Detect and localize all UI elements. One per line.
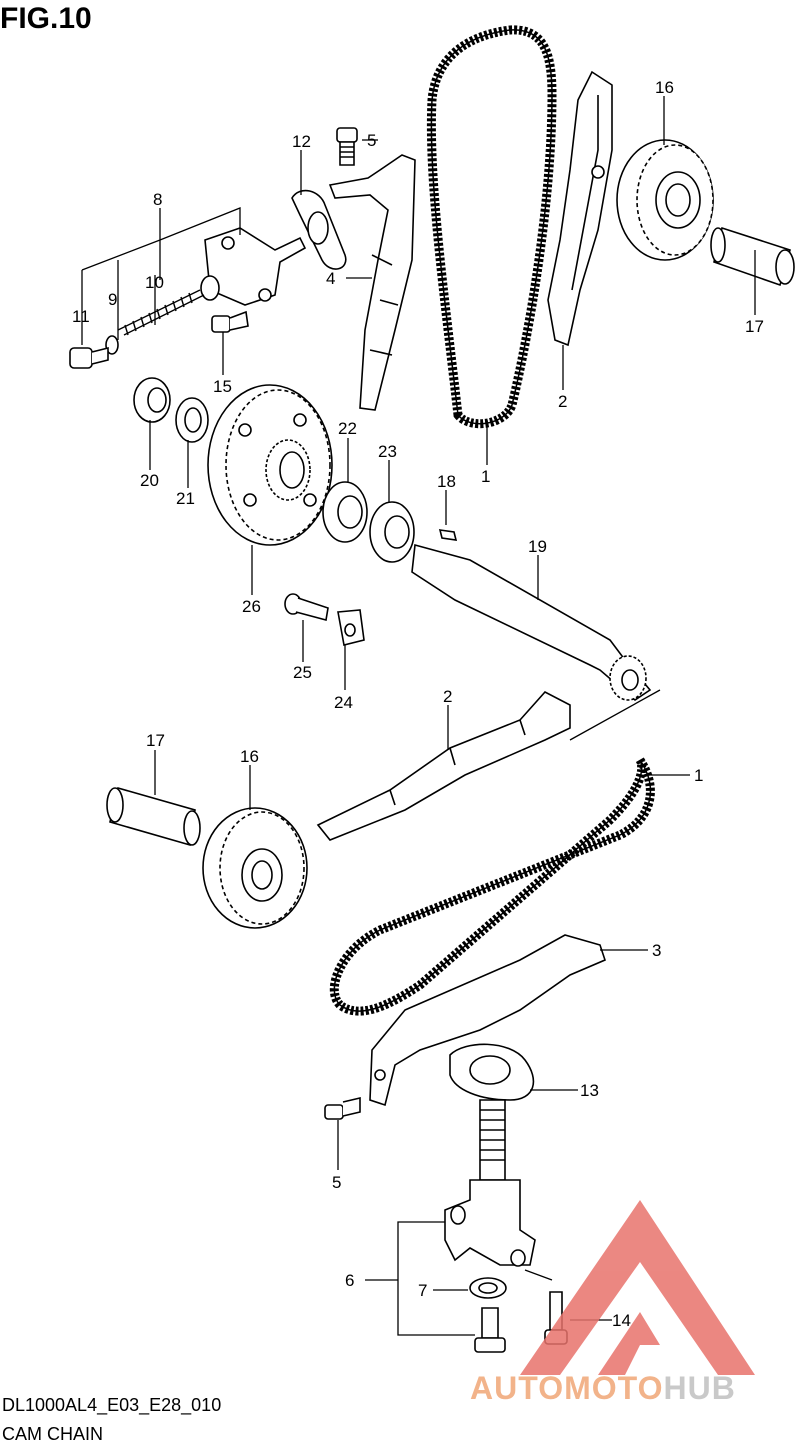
- bearing-23: [369, 501, 415, 563]
- callout-2-upper: 2: [558, 392, 567, 411]
- callout-18: 18: [437, 472, 456, 491]
- callout-16-upper: 16: [655, 78, 674, 97]
- callout-7: 7: [418, 1281, 427, 1300]
- callout-10: 10: [145, 273, 164, 292]
- callout-5-upper: 5: [367, 131, 376, 150]
- washer-7: [469, 1277, 507, 1299]
- callout-4: 4: [326, 269, 335, 288]
- diagram-code: DL1000AL4_E03_E28_010: [2, 1395, 222, 1415]
- bolt-15: [211, 310, 249, 333]
- cam-gear-upper: [616, 139, 714, 261]
- callout-11: 11: [72, 307, 90, 326]
- tensioner-spring: [117, 289, 205, 336]
- plate-24: [337, 609, 365, 646]
- cam-chain-lower: [329, 757, 655, 1016]
- callout-9: 9: [108, 290, 117, 309]
- callout-3: 3: [652, 941, 661, 960]
- callout-26: 26: [242, 597, 261, 616]
- chain-guide-upper: [547, 70, 613, 347]
- callout-16-lower: 16: [240, 747, 259, 766]
- idle-gear-26: [207, 384, 333, 546]
- diagram-caption: CAM CHAIN: [2, 1424, 104, 1444]
- tensioner-adjuster-lower: [444, 1099, 536, 1267]
- callout-2-lower: 2: [443, 687, 452, 706]
- gasket-12: [291, 189, 347, 270]
- callout-23: 23: [378, 442, 397, 461]
- callout-17-lower: 17: [146, 731, 165, 750]
- callout-1-upper: 1: [481, 467, 490, 486]
- callout-17-upper: 17: [745, 317, 764, 336]
- callout-6: 6: [345, 1271, 354, 1290]
- chain-guide-lower: [316, 691, 571, 841]
- bolt-5-lower: [324, 1096, 361, 1120]
- callout-14: 14: [612, 1311, 631, 1330]
- callout-13: 13: [580, 1081, 599, 1100]
- callout-20: 20: [140, 471, 159, 490]
- callout-5-lower: 5: [332, 1173, 341, 1192]
- tensioner-adjuster-upper: [200, 227, 307, 306]
- dowel-pin-upper: [710, 226, 795, 287]
- callout-25: 25: [293, 663, 312, 682]
- callout-19: 19: [528, 537, 547, 556]
- callout-22: 22: [338, 419, 357, 438]
- gasket-13: [449, 1043, 535, 1101]
- bolt-5-upper: [336, 127, 358, 166]
- spacer-20: [133, 377, 171, 423]
- callout-8: 8: [153, 190, 162, 209]
- chain-tensioner-3: [369, 934, 606, 1107]
- callout-numbers: 12 5 16 8 10 11 9 4 15 17 2 1 20 21 22 2…: [72, 78, 764, 1330]
- callout-24: 24: [334, 693, 353, 712]
- chain-tensioner-4: [328, 154, 416, 411]
- brand-wordmark: AUTOMOTOHUB: [470, 1370, 736, 1407]
- washer-21: [175, 397, 209, 443]
- brand-wordmark-part1: AUTOMOTO: [470, 1370, 664, 1406]
- callout-15: 15: [213, 377, 232, 396]
- bolt-25: [284, 593, 329, 621]
- callout-1-lower: 1: [694, 766, 703, 785]
- cam-gear-lower: [202, 807, 308, 929]
- washer-9: [105, 335, 119, 355]
- bolt-11: [69, 346, 109, 369]
- key-18: [438, 529, 458, 541]
- cam-chain-upper: [426, 25, 557, 429]
- bolt-6-lower: [474, 1307, 506, 1353]
- bearing-22: [322, 481, 368, 543]
- brand-wordmark-part2: HUB: [663, 1370, 736, 1406]
- callout-21: 21: [176, 489, 195, 508]
- dowel-pin-lower: [106, 787, 201, 847]
- callout-12: 12: [292, 132, 311, 151]
- brand-logo-icon: [520, 1200, 755, 1375]
- figure-title: FIG.10: [0, 2, 92, 35]
- idle-shaft-19: [411, 543, 652, 702]
- leader-lines: [81, 96, 756, 1336]
